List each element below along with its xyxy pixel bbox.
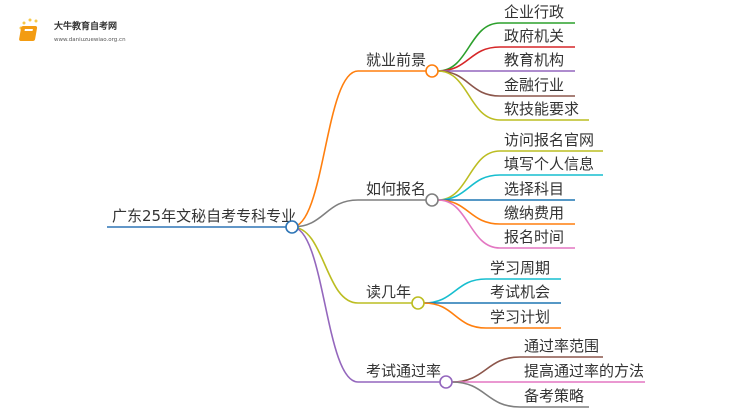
leaf-node-label[interactable]: 缴纳费用 bbox=[504, 204, 564, 222]
root-collapse-toggle-icon[interactable] bbox=[285, 220, 299, 234]
branch-edge bbox=[291, 199, 426, 228]
leaf-node-label[interactable]: 教育机构 bbox=[504, 51, 564, 69]
leaf-node-label[interactable]: 企业行政 bbox=[504, 3, 564, 21]
collapse-toggle-icon[interactable] bbox=[425, 64, 439, 78]
branch-edge bbox=[291, 226, 440, 383]
leaf-node-label[interactable]: 访问报名官网 bbox=[504, 131, 594, 149]
leaf-edge bbox=[437, 70, 589, 121]
collapse-toggle-icon[interactable] bbox=[439, 375, 453, 389]
leaf-node-label[interactable]: 提高通过率的方法 bbox=[524, 362, 644, 380]
leaf-node-label[interactable]: 金融行业 bbox=[504, 76, 564, 94]
leaf-node-label[interactable]: 学习计划 bbox=[490, 308, 550, 326]
leaf-edge bbox=[423, 302, 561, 329]
leaf-edge bbox=[437, 22, 575, 72]
branch-node-label[interactable]: 读几年 bbox=[366, 283, 411, 301]
book-logo-icon bbox=[19, 18, 38, 41]
collapse-toggle-icon[interactable] bbox=[425, 193, 439, 207]
branch-node-label[interactable]: 就业前景 bbox=[366, 51, 426, 69]
logo-title: 大牛教育自考网 bbox=[54, 20, 117, 32]
leaf-node-label[interactable]: 政府机关 bbox=[504, 27, 564, 45]
leaf-node-label[interactable]: 软技能要求 bbox=[504, 100, 579, 118]
leaf-node-label[interactable]: 考试机会 bbox=[490, 283, 550, 301]
branch-node-label[interactable]: 考试通过率 bbox=[366, 362, 441, 380]
leaf-node-label[interactable]: 选择科目 bbox=[504, 180, 564, 198]
logo-url: www.daniuzuewiao.org.cn bbox=[54, 37, 126, 43]
leaf-node-label[interactable]: 学习周期 bbox=[490, 259, 550, 277]
branch-edge bbox=[291, 70, 426, 228]
branch-edge bbox=[291, 226, 412, 304]
root-node-label[interactable]: 广东25年文秘自考专科专业 bbox=[112, 207, 296, 225]
leaf-edge bbox=[437, 46, 575, 72]
leaf-node-label[interactable]: 报名时间 bbox=[504, 228, 564, 246]
leaf-node-label[interactable]: 填写个人信息 bbox=[504, 155, 594, 173]
leaf-edge bbox=[437, 174, 603, 201]
leaf-edge bbox=[437, 199, 575, 249]
branch-node-label[interactable]: 如何报名 bbox=[366, 180, 426, 198]
leaf-node-label[interactable]: 备考策略 bbox=[524, 387, 584, 405]
logo: 大牛教育自考网 www.daniuzuewiao.org.cn bbox=[19, 18, 126, 43]
collapse-toggle-icon[interactable] bbox=[411, 296, 425, 310]
leaf-edge bbox=[451, 381, 589, 408]
leaf-node-label[interactable]: 通过率范围 bbox=[524, 337, 599, 355]
leaf-edge bbox=[423, 278, 561, 304]
leaf-edge bbox=[437, 150, 603, 201]
leaf-edge bbox=[451, 356, 603, 383]
